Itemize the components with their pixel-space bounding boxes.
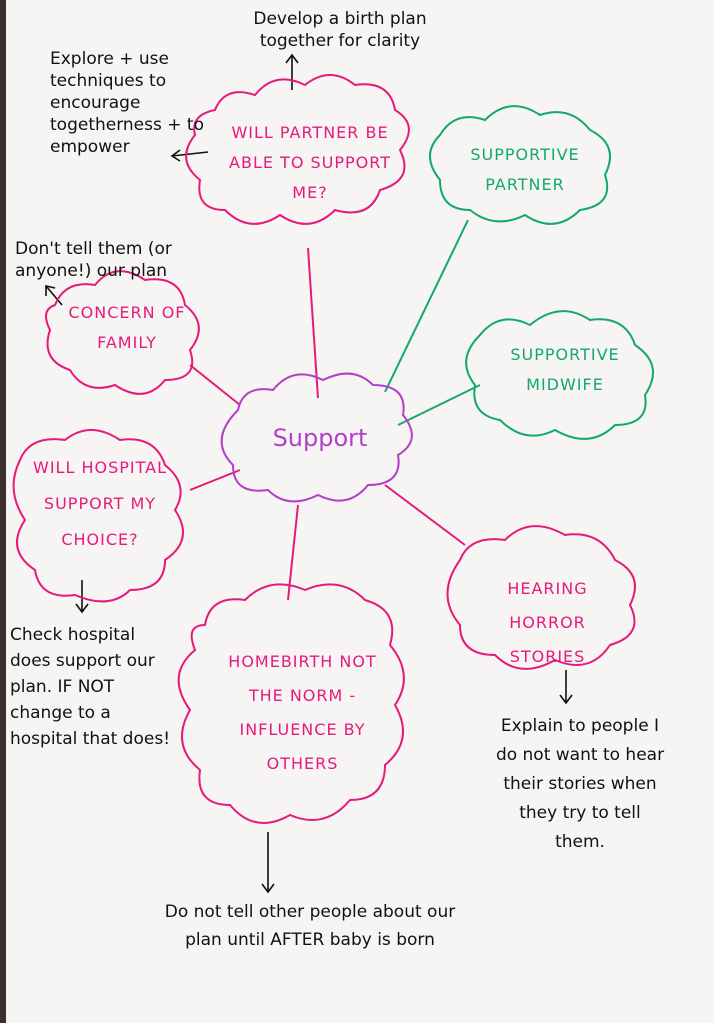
node-supportive-midwife: SUPPORTIVE MIDWIFE <box>510 345 620 394</box>
cloud-horror <box>446 525 636 670</box>
note-explain: Explain to people I do not want to hear … <box>495 716 665 852</box>
link-partner-question <box>307 247 319 399</box>
arrow-to-check-hospital <box>75 580 89 614</box>
note-togetherness: Explore + use techniques to encourage to… <box>50 49 204 157</box>
link-supportive-partner <box>384 219 469 393</box>
cloud-hospital <box>12 429 184 603</box>
cloud-midwife <box>465 310 654 440</box>
link-family <box>189 364 241 406</box>
node-hearing-horror-stories: HEARING HORROR STORIES <box>507 579 588 666</box>
arrow-to-birth-plan <box>285 53 299 90</box>
link-horror <box>384 484 466 546</box>
cloud-homebirth <box>177 583 405 824</box>
note-check-hospital: Check hospital does support our plan. IF… <box>10 625 171 749</box>
cloud-supportive-partner <box>429 105 611 225</box>
note-dont-tell: Don't tell them (or anyone!) our plan <box>15 239 172 281</box>
arrow-to-togetherness <box>170 149 209 162</box>
cloud-partner-question <box>185 74 410 225</box>
arrow-to-explain <box>559 670 573 705</box>
link-midwife <box>397 384 481 426</box>
node-homebirth-not-norm: HOMEBIRTH NOT THE NORM - INFLUENCE BY OT… <box>228 652 377 773</box>
node-concern-of-family: CONCERN OF FAMILY <box>68 303 186 352</box>
arrow-to-do-not-tell <box>261 832 275 894</box>
note-birth-plan: Develop a birth plan together for clarit… <box>253 9 427 51</box>
node-partner-question: WILL PARTNER BE ABLE TO SUPPORT ME? <box>229 123 391 202</box>
node-supportive-partner: SUPPORTIVE PARTNER <box>470 145 580 194</box>
link-homebirth <box>287 504 299 601</box>
node-support-center: Support <box>272 424 368 452</box>
link-hospital <box>189 469 241 491</box>
notebook-binding-edge <box>0 0 6 1023</box>
arrow-to-dont-tell <box>45 285 63 306</box>
cloud-support <box>220 372 413 503</box>
node-hospital-choice: WILL HOSPITAL SUPPORT MY CHOICE? <box>33 458 167 549</box>
cloud-family <box>45 270 200 395</box>
note-do-not-tell: Do not tell other people about our plan … <box>164 902 456 950</box>
